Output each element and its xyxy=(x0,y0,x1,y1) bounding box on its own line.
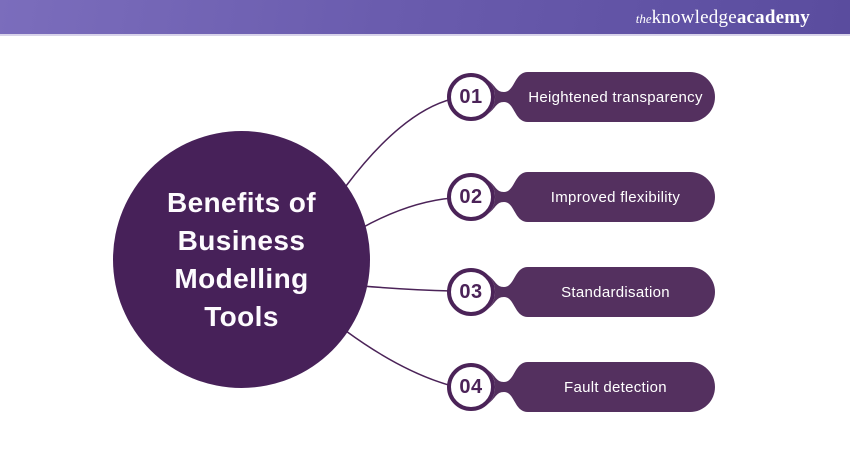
item-number: 04 xyxy=(459,375,483,398)
connector-line xyxy=(361,285,453,292)
item-number-badge xyxy=(447,363,495,411)
item-label: Improved flexibility xyxy=(550,188,681,206)
connector-line xyxy=(359,197,453,230)
benefit-item: 03 Standardisation xyxy=(444,265,724,319)
item-number: 02 xyxy=(459,185,483,208)
item-number-badge xyxy=(447,173,495,221)
benefit-item: 01 Heightened transparency xyxy=(444,70,724,124)
item-pill xyxy=(488,267,715,317)
item-number-badge xyxy=(447,73,495,121)
central-topic-circle: Benefits of Business Modelling Tools xyxy=(113,131,370,388)
header-bar: theknowledgeacademy xyxy=(0,0,850,36)
benefit-item-shape xyxy=(447,267,715,317)
item-label: Fault detection xyxy=(564,378,667,396)
brand-logo: theknowledgeacademy xyxy=(636,8,810,27)
item-pill xyxy=(488,172,715,222)
central-topic-title-line: Modelling xyxy=(174,262,309,294)
item-number: 03 xyxy=(459,280,483,303)
benefit-item: 04 Fault detection xyxy=(444,360,724,414)
item-label: Standardisation xyxy=(561,283,670,301)
connector-line xyxy=(345,98,453,187)
item-pill xyxy=(488,362,715,412)
connector-line xyxy=(345,330,453,387)
benefit-item: 02 Improved flexibility xyxy=(444,170,724,224)
item-pill xyxy=(488,72,715,122)
brand-logo-word-regular: knowledge xyxy=(651,6,737,28)
benefit-item-shape xyxy=(447,362,715,412)
central-topic-title-line: Benefits of xyxy=(166,186,317,218)
central-topic-title-line: Tools xyxy=(204,300,279,332)
item-number: 01 xyxy=(459,85,483,108)
benefit-item-shape xyxy=(447,172,715,222)
brand-logo-prefix: the xyxy=(635,10,652,26)
benefit-item-shape xyxy=(447,72,715,122)
item-label: Heightened transparency xyxy=(528,88,703,106)
brand-logo-word-bold: academy xyxy=(736,6,810,28)
item-number-badge xyxy=(447,268,495,316)
central-topic-title-line: Business xyxy=(177,224,306,256)
